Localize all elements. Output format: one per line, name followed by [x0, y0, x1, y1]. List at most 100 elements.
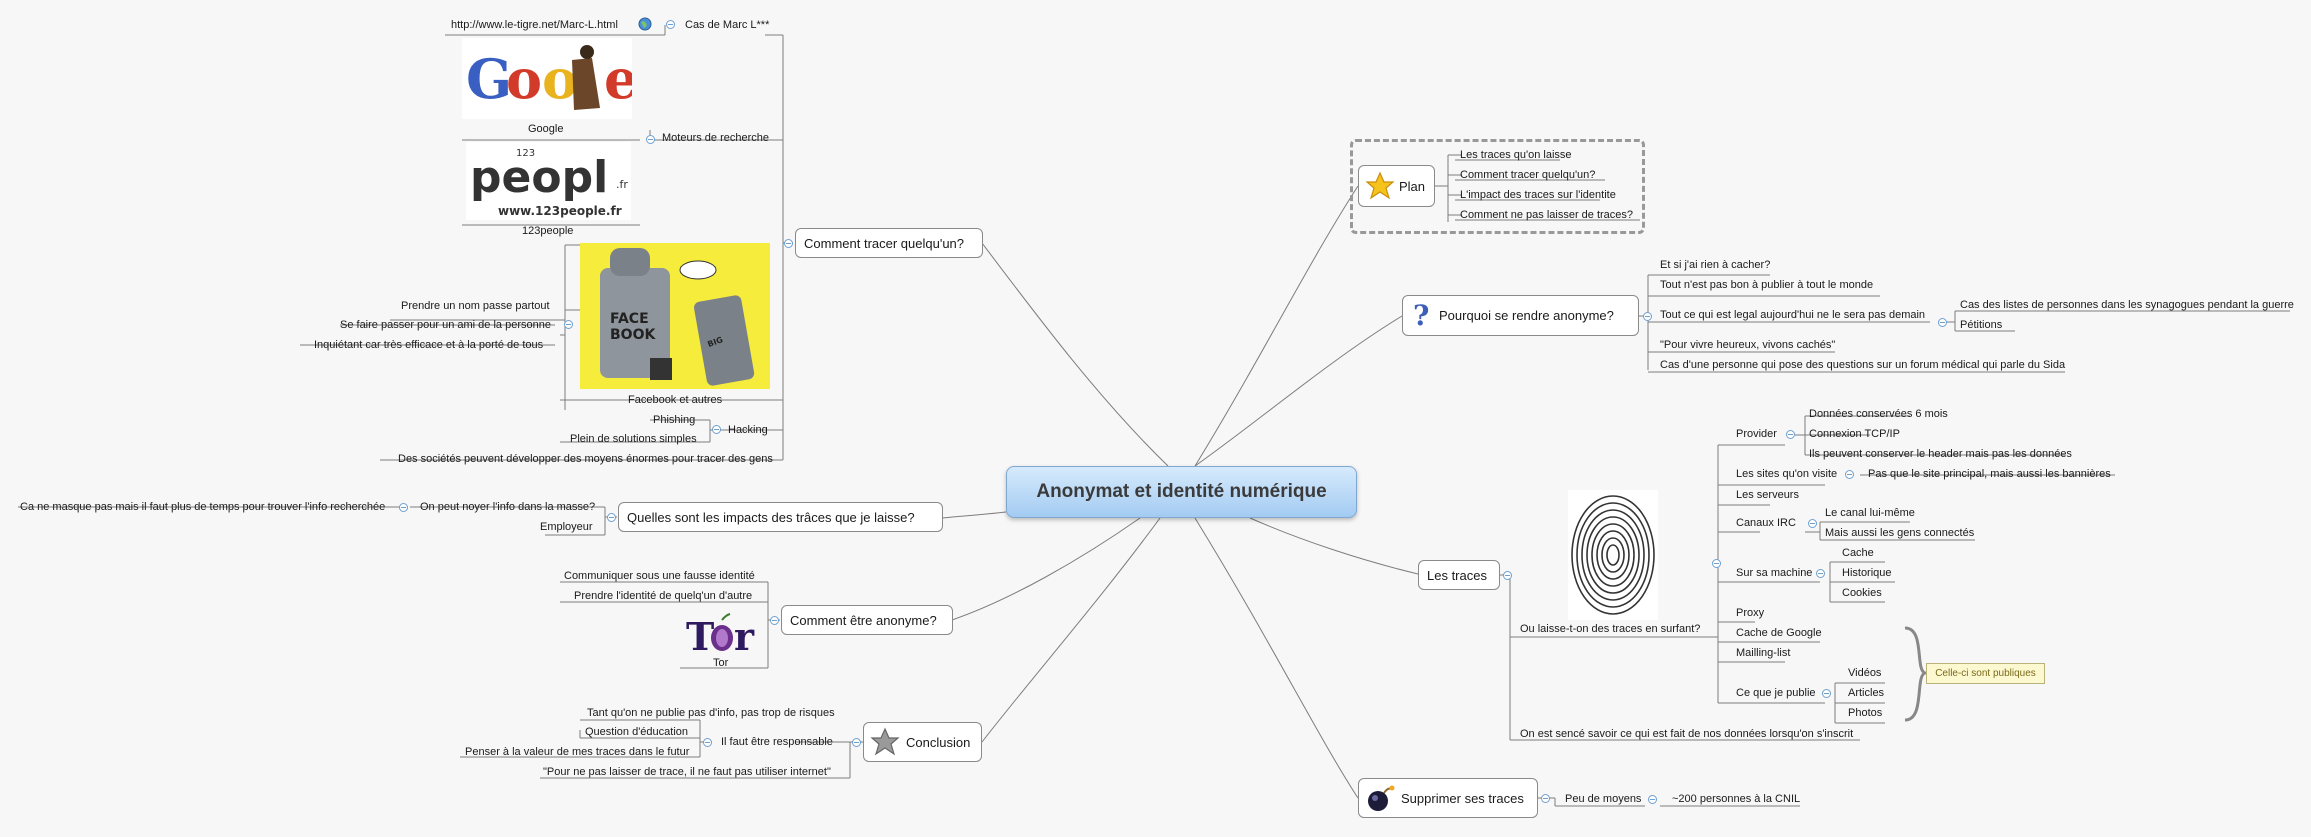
- hacking-item[interactable]: Plein de solutions simples: [570, 433, 697, 445]
- quote-node[interactable]: "Pour ne pas laisser de trace, il ne fau…: [543, 766, 831, 778]
- central-topic[interactable]: Anonymat et identité numérique: [1006, 466, 1357, 518]
- google-label[interactable]: Google: [528, 123, 564, 135]
- legal-sub-item[interactable]: Cas des listes de personnes dans les syn…: [1960, 299, 2294, 311]
- legal-sub-item[interactable]: Pétitions: [1960, 319, 2003, 331]
- conclusion-node[interactable]: Conclusion: [863, 722, 982, 762]
- collapse-toggle[interactable]: [607, 513, 616, 522]
- svg-text:r: r: [734, 614, 755, 654]
- proxy-node[interactable]: Proxy: [1736, 607, 1765, 619]
- sites-node[interactable]: Les sites qu'on visite: [1736, 468, 1838, 480]
- collapse-toggle[interactable]: [646, 135, 655, 144]
- tracer-node[interactable]: Comment tracer quelqu'un?: [795, 228, 983, 258]
- machine-node[interactable]: Sur sa machine: [1736, 567, 1813, 579]
- 123people-label[interactable]: 123people: [522, 225, 574, 237]
- plan-item[interactable]: Comment ne pas laisser de traces?: [1460, 209, 1634, 221]
- anonyme-node[interactable]: Comment être anonyme?: [781, 605, 953, 635]
- irc-item[interactable]: Mais aussi les gens connectés: [1825, 527, 1975, 539]
- collapse-toggle[interactable]: [1808, 519, 1817, 528]
- collapse-toggle[interactable]: [1643, 312, 1652, 321]
- mailling-node[interactable]: Mailling-list: [1736, 647, 1791, 659]
- tor-logo-image: T r: [684, 612, 759, 654]
- facebook-cartoon-image: FACE BOOK BIG: [580, 243, 770, 389]
- phishing-node[interactable]: Phishing: [653, 414, 696, 426]
- collapse-toggle[interactable]: [1822, 689, 1831, 698]
- collapse-toggle[interactable]: [1541, 794, 1550, 803]
- facebook-item[interactable]: Se faire passer pour un ami de la person…: [340, 319, 551, 331]
- pourquoi-item[interactable]: Tout ce qui est legal aujourd'hui ne le …: [1660, 309, 1926, 321]
- fingerprint-icon: [1568, 490, 1658, 620]
- serveurs-node[interactable]: Les serveurs: [1736, 489, 1799, 501]
- collapse-toggle[interactable]: [1786, 430, 1795, 439]
- machine-item[interactable]: Historique: [1842, 567, 1892, 579]
- collapse-toggle[interactable]: [1938, 318, 1947, 327]
- irc-node[interactable]: Canaux IRC: [1736, 517, 1796, 529]
- collapse-toggle[interactable]: [1845, 470, 1854, 479]
- collapse-toggle[interactable]: [852, 738, 861, 747]
- provider-item[interactable]: Ils peuvent conserver le header mais pas…: [1809, 448, 2072, 460]
- collapse-toggle[interactable]: [770, 616, 779, 625]
- provider-item[interactable]: Données conservées 6 mois: [1809, 408, 1948, 420]
- facebook-label[interactable]: Facebook et autres: [628, 394, 723, 406]
- pourquoi-node[interactable]: ? Pourquoi se rendre anonyme?: [1402, 295, 1639, 336]
- responsable-item[interactable]: Tant qu'on ne publie pas d'info, pas tro…: [587, 707, 835, 719]
- publie-item[interactable]: Photos: [1848, 707, 1883, 719]
- provider-item[interactable]: Connexion TCP/IP: [1809, 428, 1900, 440]
- collapse-toggle[interactable]: [1648, 795, 1657, 804]
- collapse-toggle[interactable]: [1816, 569, 1825, 578]
- publiques-callout[interactable]: Celle-ci sont publiques: [1926, 663, 2045, 684]
- collapse-toggle[interactable]: [564, 320, 573, 329]
- moteurs-node[interactable]: Moteurs de recherche: [662, 132, 769, 144]
- collapse-toggle[interactable]: [712, 425, 721, 434]
- surfing-node[interactable]: Ou laisse-t-on des traces en surfant?: [1520, 623, 1701, 635]
- peu-node[interactable]: Peu de moyens: [1565, 793, 1642, 805]
- machine-item[interactable]: Cookies: [1842, 587, 1882, 599]
- collapse-toggle[interactable]: [1503, 571, 1512, 580]
- masque-node[interactable]: Ca ne masque pas mais il faut plus de te…: [20, 501, 386, 513]
- anonyme-item[interactable]: Communiquer sous une fausse identité: [564, 570, 755, 582]
- pourquoi-item[interactable]: Tout n'est pas bon à publier à tout le m…: [1660, 279, 1874, 291]
- publie-item[interactable]: Articles: [1848, 687, 1885, 699]
- facebook-item[interactable]: Prendre un nom passe partout: [401, 300, 550, 312]
- plan-item[interactable]: L'impact des traces sur l'identite: [1460, 189, 1616, 201]
- collapse-toggle[interactable]: [784, 239, 793, 248]
- employeur-node[interactable]: Employeur: [540, 521, 593, 533]
- sites-item[interactable]: Pas que le site principal, mais aussi le…: [1868, 468, 2111, 480]
- traces-node[interactable]: Les traces: [1418, 560, 1500, 590]
- collapse-toggle[interactable]: [399, 503, 408, 512]
- irc-item[interactable]: Le canal lui-même: [1825, 507, 1915, 519]
- responsable-node[interactable]: Il faut être responsable: [721, 736, 833, 748]
- tor-label[interactable]: Tor: [713, 657, 729, 669]
- cas-marc-node[interactable]: Cas de Marc L***: [685, 19, 770, 31]
- machine-item[interactable]: Cache: [1842, 547, 1874, 559]
- question-icon: ?: [1413, 301, 1429, 331]
- publie-item[interactable]: Vidéos: [1848, 667, 1882, 679]
- responsable-item[interactable]: Question d'éducation: [585, 726, 689, 738]
- collapse-toggle[interactable]: [666, 20, 675, 29]
- url-link[interactable]: http://www.le-tigre.net/Marc-L.html: [451, 19, 618, 31]
- societes-node[interactable]: Des sociétés peuvent développer des moye…: [398, 453, 773, 465]
- publie-node[interactable]: Ce que je publie: [1736, 687, 1816, 699]
- impacts-node[interactable]: Quelles sont les impacts des trâces que …: [618, 502, 943, 532]
- plan-item[interactable]: Comment tracer quelqu'un?: [1460, 169, 1596, 181]
- provider-node[interactable]: Provider: [1736, 428, 1777, 440]
- anonyme-item[interactable]: Prendre l'identité de quelq'un d'autre: [574, 590, 753, 602]
- collapse-toggle[interactable]: [1712, 559, 1721, 568]
- pourquoi-item[interactable]: Cas d'une personne qui pose des question…: [1660, 359, 2066, 371]
- facebook-item[interactable]: Inquiétant car très efficace et à la por…: [314, 339, 544, 351]
- svg-text:o: o: [542, 47, 578, 111]
- collapse-toggle[interactable]: [703, 738, 712, 747]
- plan-item[interactable]: Les traces qu'on laisse: [1460, 149, 1572, 161]
- anonyme-label: Comment être anonyme?: [790, 612, 937, 628]
- noyer-node[interactable]: On peut noyer l'info dans la masse?: [420, 501, 596, 513]
- cache-google-node[interactable]: Cache de Google: [1736, 627, 1822, 639]
- responsable-item[interactable]: Penser à la valeur de mes traces dans le…: [465, 746, 690, 758]
- pourquoi-item[interactable]: Et si j'ai rien à cacher?: [1660, 259, 1771, 271]
- traces-label: Les traces: [1427, 567, 1487, 583]
- pourquoi-item[interactable]: "Pour vivre heureux, vivons cachés": [1660, 339, 1836, 351]
- supprimer-node[interactable]: Supprimer ses traces: [1358, 778, 1538, 818]
- star-icon: [1365, 171, 1395, 200]
- plan-node[interactable]: Plan: [1358, 165, 1435, 207]
- cnil-node[interactable]: ~200 personnes à la CNIL: [1672, 793, 1801, 805]
- cense-node[interactable]: On est sencé savoir ce qui est fait de n…: [1520, 728, 1854, 740]
- hacking-node[interactable]: Hacking: [728, 424, 768, 436]
